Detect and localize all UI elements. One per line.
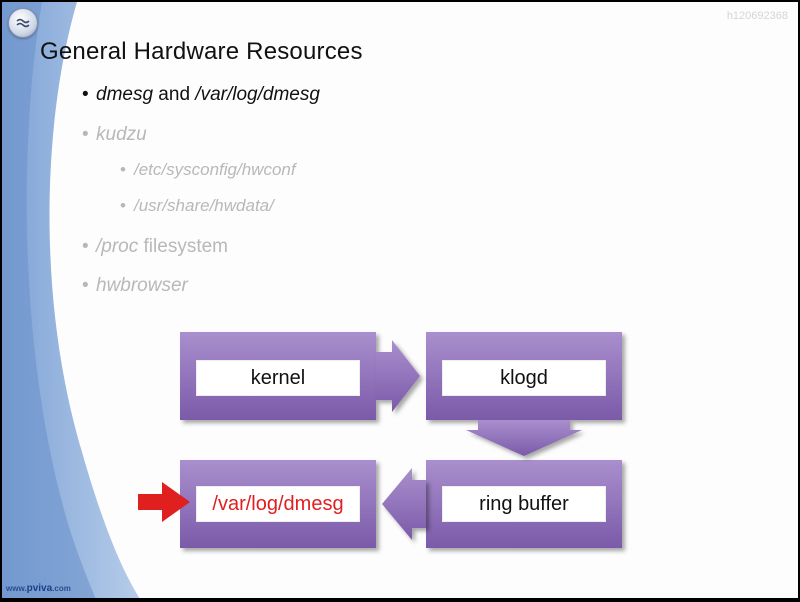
footer-brand: www.pviva.com bbox=[6, 583, 71, 594]
subbullet-hwconf-text: /etc/sysconfig/hwconf bbox=[134, 160, 296, 179]
footer-suffix: .com bbox=[52, 584, 71, 593]
bullet-dmesg: •dmesg and /var/log/dmesg bbox=[82, 84, 320, 105]
watermark-id: h120692368 bbox=[726, 10, 788, 22]
bullet-kudzu: •kudzu bbox=[82, 124, 147, 145]
box-klogd-label: klogd bbox=[442, 360, 606, 396]
bullet-proc-rest: filesystem bbox=[138, 236, 228, 257]
arrow-right-icon bbox=[376, 340, 420, 412]
arrow-left-icon bbox=[382, 468, 426, 540]
red-pointer-arrow-icon bbox=[138, 482, 190, 522]
bullet-kudzu-text: kudzu bbox=[96, 124, 147, 145]
bullet-dmesg-cmd: dmesg bbox=[96, 84, 154, 105]
footer-prefix: www. bbox=[6, 584, 27, 593]
box-kernel-label: kernel bbox=[196, 360, 360, 396]
arrow-down-icon bbox=[466, 420, 582, 456]
bullet-dmesg-path: /var/log/dmesg bbox=[195, 84, 320, 105]
subbullet-hwdata: •/usr/share/hwdata/ bbox=[120, 196, 274, 215]
bullet-proc: •/proc filesystem bbox=[82, 236, 228, 257]
box-varlog-label: /var/log/dmesg bbox=[196, 486, 360, 522]
subbullet-hwdata-text: /usr/share/hwdata/ bbox=[134, 196, 274, 215]
bullet-hwbrowser: •hwbrowser bbox=[82, 275, 188, 296]
bullet-dmesg-and: and bbox=[153, 84, 196, 105]
subbullet-hwconf: •/etc/sysconfig/hwconf bbox=[120, 160, 296, 179]
slide-title: General Hardware Resources bbox=[40, 38, 363, 65]
footer-brand-name: pviva bbox=[26, 583, 53, 594]
decorative-swoosh bbox=[2, 2, 140, 598]
wave-logo-icon bbox=[8, 8, 38, 38]
bullet-proc-italic: /proc bbox=[96, 236, 139, 257]
bullet-hwbrowser-text: hwbrowser bbox=[96, 275, 188, 296]
box-ringbuffer-label: ring buffer bbox=[442, 486, 606, 522]
